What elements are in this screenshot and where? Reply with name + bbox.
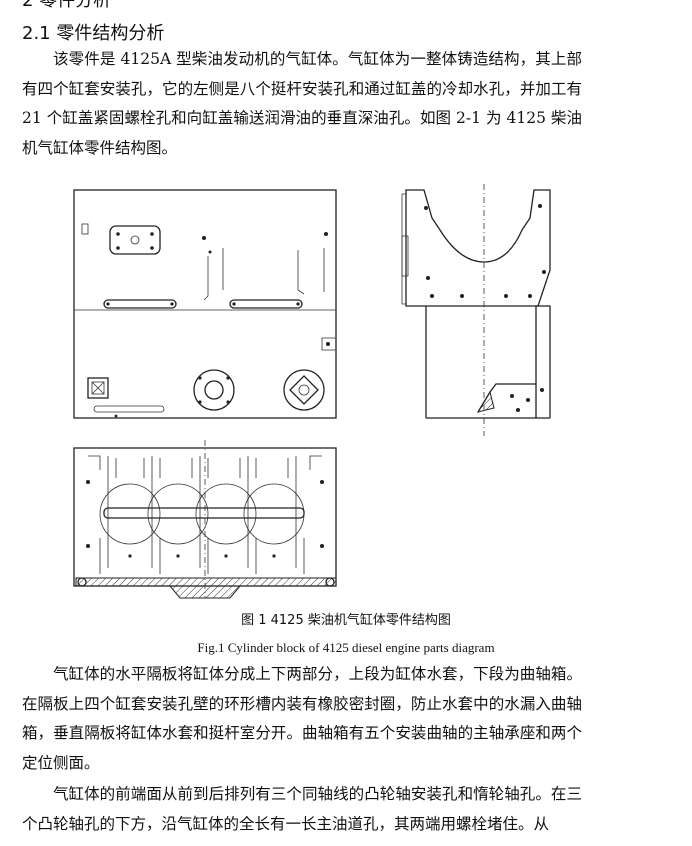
chapter-heading: 2 零件分析 [22, 0, 112, 11]
paragraph-front-face: 气缸体的前端面从前到后排列有三个同轴线的凸轮轴安装孔和惰轮轴孔。在三个凸轮轴孔的… [22, 785, 582, 833]
paragraph-intro: 该零件是 4125A 型柴油发动机的气缸体。气缸体为一整体铸造结构，其上部有四个… [22, 50, 582, 157]
paragraph-partition: 气缸体的水平隔板将缸体分成上下两部分，上段为缸体水套，下段为曲轴箱。在隔板上四个… [22, 665, 582, 772]
figure-caption-en: Fig.1 Cylinder block of 4125 diesel engi… [197, 640, 495, 655]
section-heading: 2.1 零件结构分析 [22, 23, 165, 44]
figure-caption-cn: 图 1 4125 柴油机气缸体零件结构图 [241, 613, 451, 628]
section-view [73, 440, 337, 599]
cylinder-block-drawing [60, 178, 570, 608]
end-view [401, 184, 551, 436]
side-view [73, 189, 337, 419]
